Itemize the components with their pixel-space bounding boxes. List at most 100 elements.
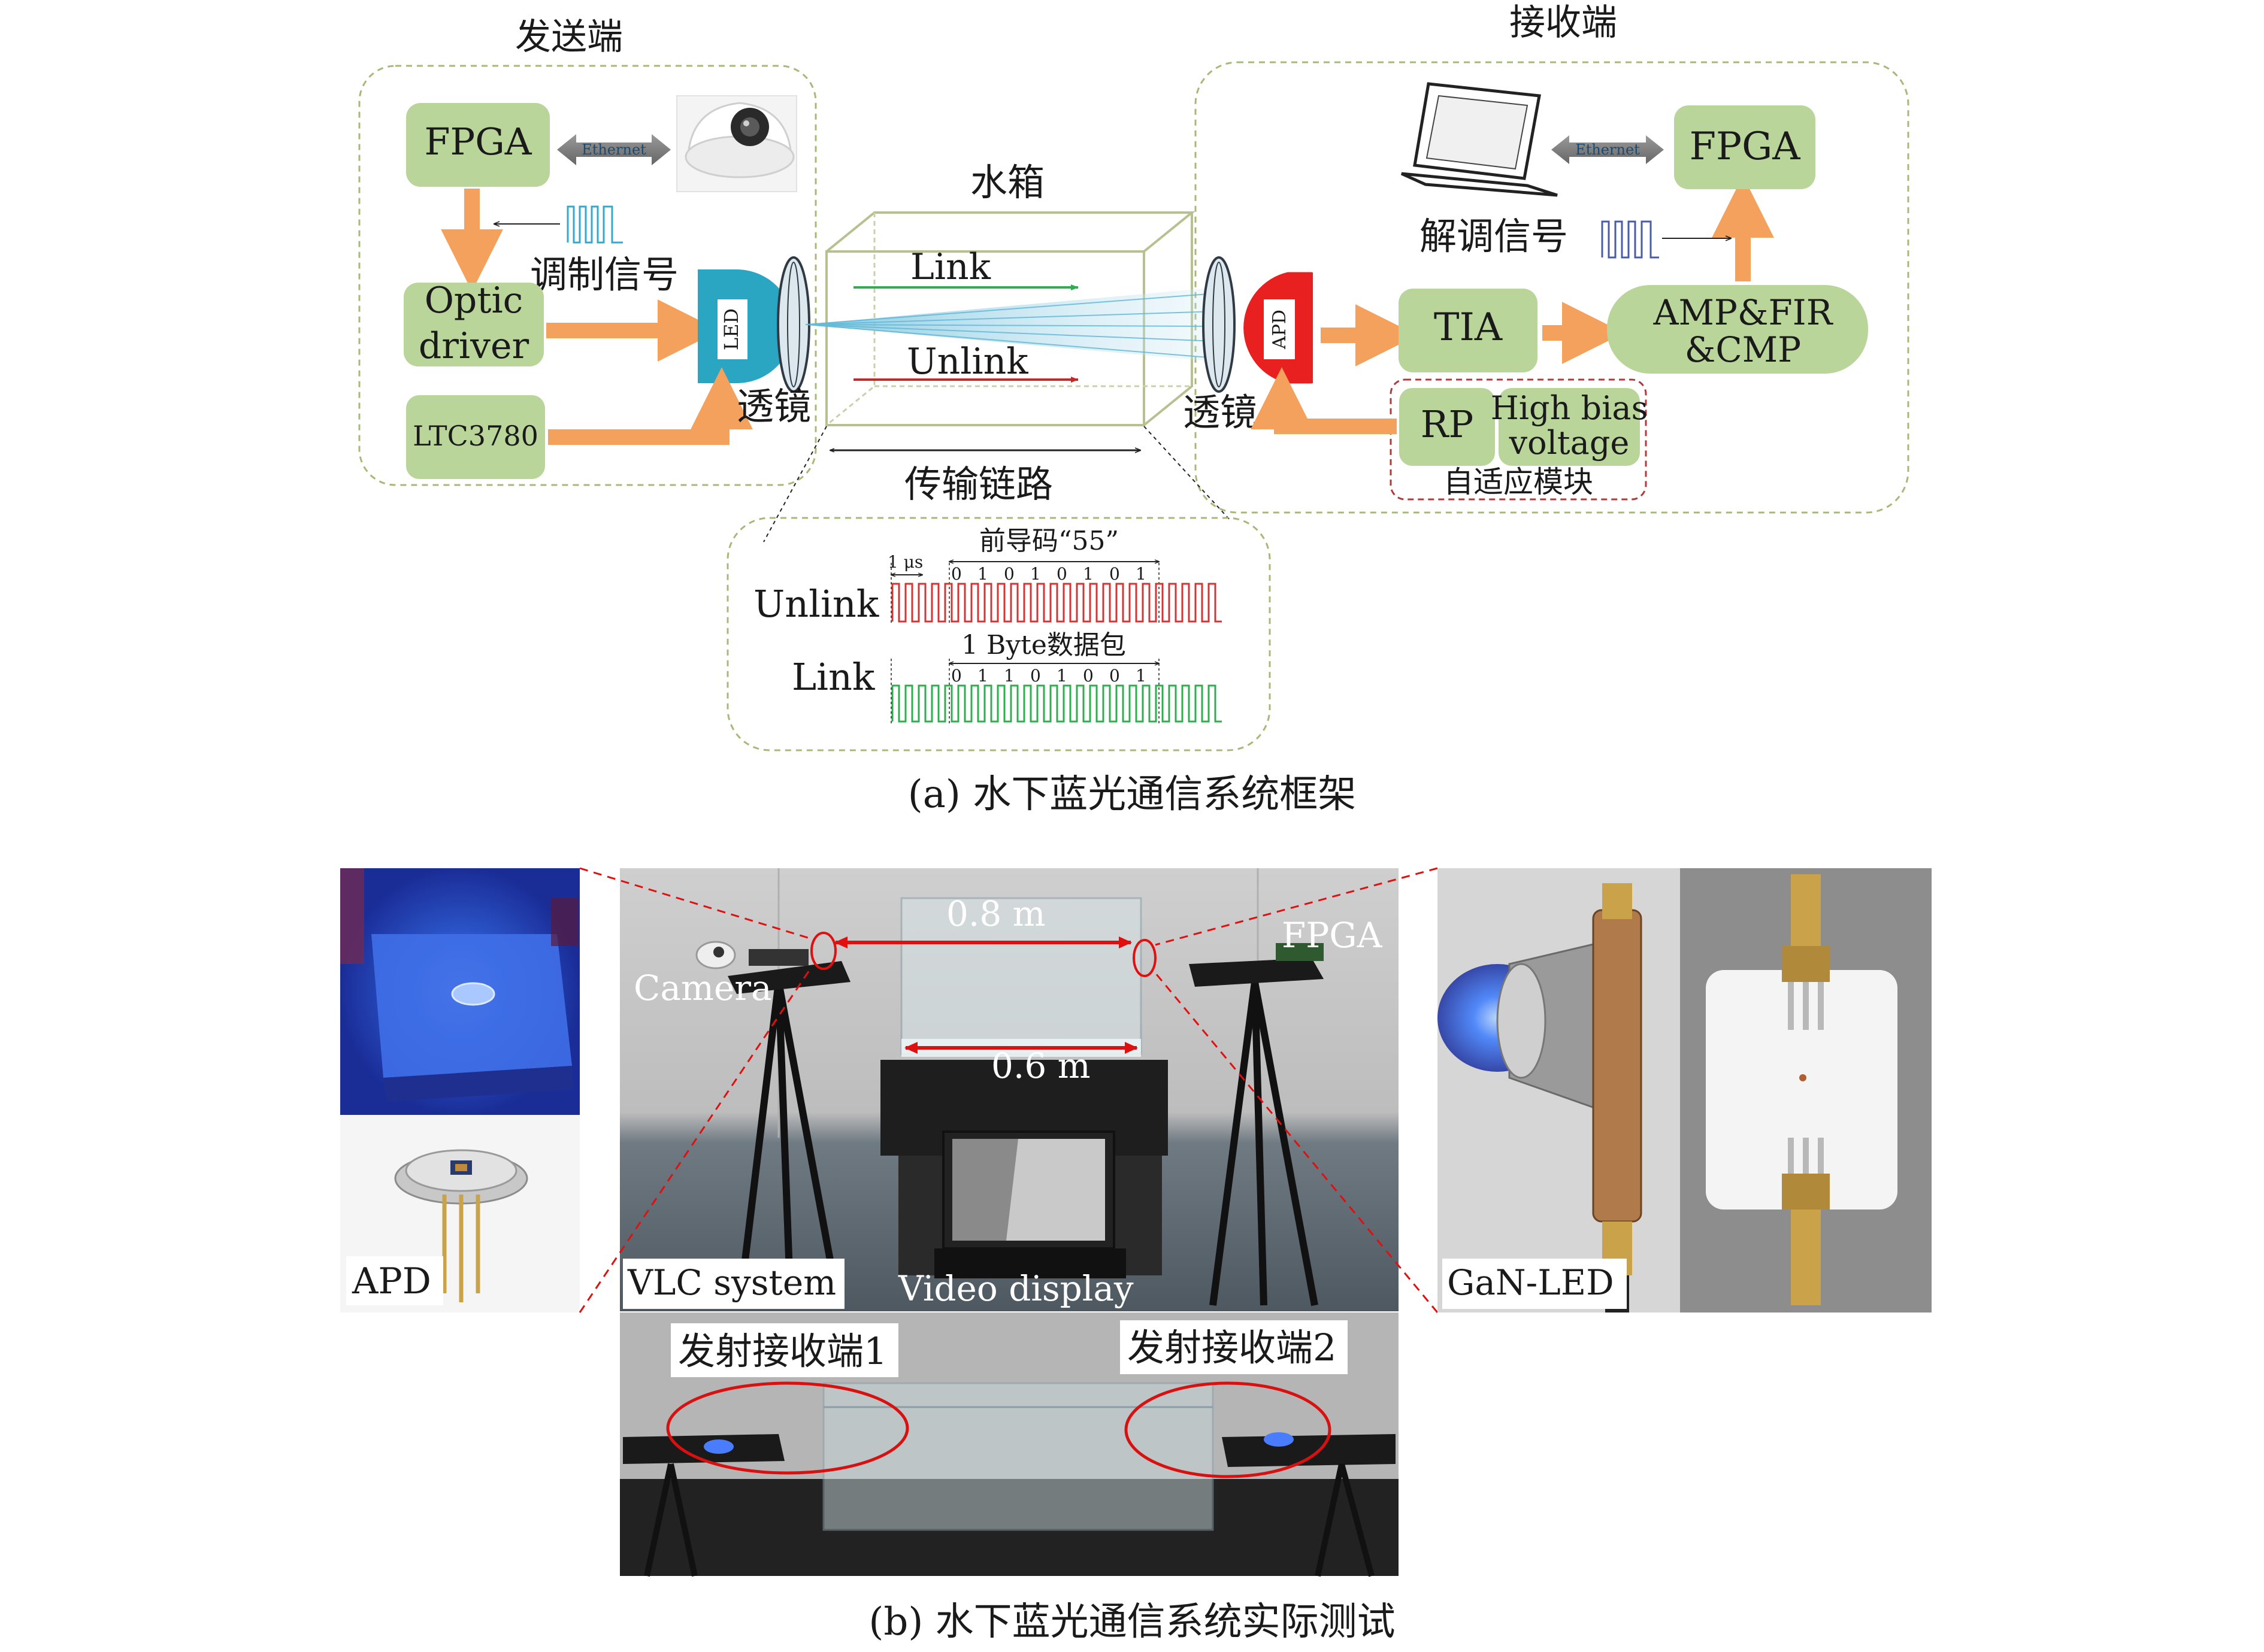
tx-lens-inner [787,262,800,387]
hbv-box [1499,388,1640,466]
vlc-photo-label: VLC system [627,1262,836,1303]
amp-label-1: AMP&FIR [1653,292,1834,333]
preamble-label: 前导码“55” [979,526,1119,556]
mod-signal-waveform [567,205,623,244]
ltc-label: LTC3780 [413,420,538,452]
link-bit: 0 [951,666,962,686]
mod-signal-label: 调制信号 [530,253,679,296]
apd-inner [1264,299,1295,359]
unlink-waveform [891,583,1222,623]
zoom-red-3 [1155,867,1438,946]
vlc-right-circle [1133,939,1157,977]
unlink-bit: 1 [977,564,988,584]
tx-ethernet-arrow: Ethernet [557,134,671,165]
water-tank-label: 水箱 [970,160,1045,204]
vlc-label-bg [623,1259,845,1309]
link-bit: 1 [1136,666,1146,686]
rx-lens-inner [1212,262,1225,387]
light-beam [806,287,1216,362]
tx-ethernet-label: Ethernet [582,141,646,158]
top-distance-label: 0.8 m [946,893,1046,934]
gan-label-bg [1442,1259,1627,1309]
zoom-red-4 [1154,972,1439,1313]
link-bit: 1 [1004,666,1015,686]
caption-b: (b) 水下蓝光通信系统实际测试 [868,1600,1395,1644]
demod-signal-waveform [1601,220,1659,259]
link-bit: 1 [977,666,988,686]
optic-driver-label-1: Optic [425,280,523,322]
link-bit: 0 [1109,666,1120,686]
gan-led-photo [1437,868,1680,1312]
unlink-bit: 0 [951,564,962,584]
link-bit: 1 [1057,666,1067,686]
video-photo-label: Video display [898,1268,1134,1309]
apd-label: APD [1269,310,1290,350]
rp-box [1399,388,1495,466]
rx-lens [1202,256,1236,393]
trx1-label: 发射接收端1 [678,1329,887,1373]
ltc-box [406,395,545,479]
camera-photo-label: Camera [634,968,772,1008]
unlink-bit: 1 [1030,564,1041,584]
vlc-photo [620,868,1399,1311]
trx1-label-bg [671,1323,898,1377]
apd-photo-label: APD [352,1260,431,1302]
hbv-label-1: High bias [1491,389,1648,427]
vlc-left-circle [810,932,837,970]
beam-rays [805,293,1216,359]
byte-label: 1 Byte数据包 [961,630,1126,660]
laptop-icon [1400,82,1558,197]
unlink-bit: 1 [1136,564,1146,584]
rx-group-border [1194,61,1909,514]
fpga-photo-label: FPGA [1282,915,1383,956]
bottom-distance-label: 0.6 m [991,1045,1091,1086]
camera-icon [676,95,797,192]
led-inner [718,299,747,359]
pcb-photo [1680,868,1932,1312]
rx-fpga-box [1674,105,1815,189]
zoom-red-1 [579,867,812,940]
adaptive-border [1390,378,1647,501]
trx1-circle [666,1381,909,1475]
link-timing-label: Link [792,655,875,699]
rx-lens-label: 透镜 [1183,390,1257,434]
one-us-label: 1 μs [888,552,923,572]
tx-group-border [358,65,817,486]
led-label: LED [720,308,743,350]
trx2-label: 发射接收端2 [1127,1326,1336,1369]
rx-ethernet-label: Ethernet [1575,141,1640,158]
gan-photo-label: GaN-LED [1447,1262,1614,1303]
rx-title: 接收端 [1509,2,1617,44]
tia-box [1399,289,1537,372]
amp-label-2: &CMP [1685,329,1801,370]
link-bit: 0 [1083,666,1094,686]
unlink-bit: 0 [1057,564,1067,584]
unlink-bit: 1 [1083,564,1094,584]
tx-fpga-label: FPGA [424,120,532,163]
amp-box [1607,285,1868,374]
zoom-line-left [763,426,827,542]
rx-ethernet-arrow: Ethernet [1551,135,1664,164]
link-bits: 0 1 1 0 1 0 0 1 [951,666,1146,686]
hbv-label-2: voltage [1509,424,1630,462]
tx-fpga-box [406,103,550,187]
tx-lens-label: 透镜 [737,384,811,428]
link-waveform [891,684,1222,723]
rp-label: RP [1421,402,1473,446]
unlink-bit: 0 [1109,564,1120,584]
trx2-circle [1124,1381,1331,1478]
trx2-label-bg [1120,1320,1348,1374]
optic-driver-label-2: driver [419,325,529,367]
apd-photo-top [340,868,580,1115]
unlink-bits: 0 1 0 1 0 1 0 1 [951,564,1146,584]
optic-driver-box [404,283,544,366]
rp-to-apd-arrow [1251,367,1397,434]
tia-label: TIA [1434,305,1503,350]
tx-lens [777,256,810,393]
unlink-label: Unlink [907,341,1028,383]
unlink-timing-label: Unlink [753,582,879,626]
link-label: Link [910,246,991,288]
signal-box-border [727,517,1271,751]
